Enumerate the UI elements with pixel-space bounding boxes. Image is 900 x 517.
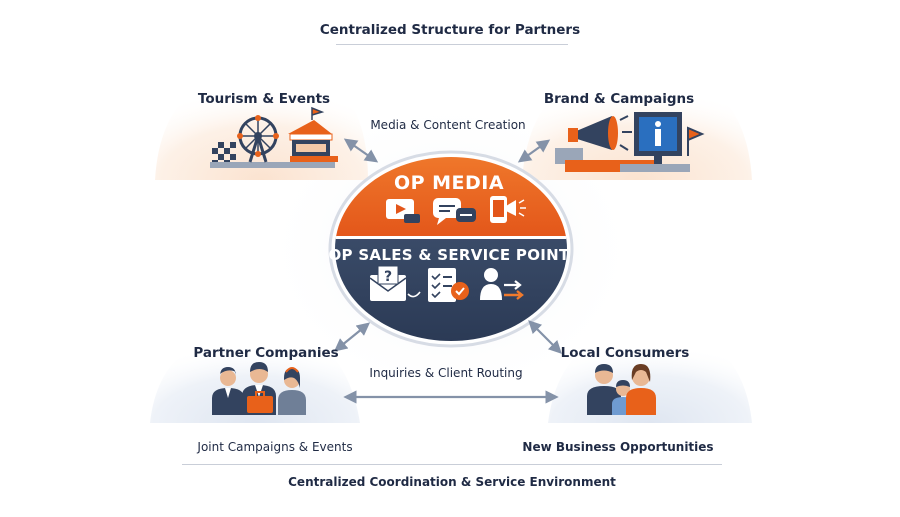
- arrow-bottom-right: [528, 320, 562, 354]
- arrow-top-left: [343, 138, 379, 163]
- chat-bubbles-icon: [433, 198, 476, 225]
- family-icon: [587, 364, 656, 415]
- node-tourism-events: Tourism & Events: [197, 91, 331, 107]
- flow-inquiries-routing: Inquiries & Client Routing: [369, 366, 523, 380]
- footer-coordination: Centralized Coordination & Service Envir…: [288, 475, 616, 489]
- arrow-bottom-left: [333, 322, 371, 352]
- video-play-icon: [386, 199, 420, 223]
- megaphone-billboard-icon: [555, 112, 705, 172]
- client-routing-icon: [480, 268, 524, 300]
- core-op-media: OP MEDIA: [393, 172, 505, 194]
- core-sales-service: OP SALES & SERVICE POINT: [328, 246, 570, 264]
- node-brand-campaigns: Brand & Campaigns: [543, 91, 695, 107]
- footer-new-business: New Business Opportunities: [522, 440, 714, 454]
- envelope-question-icon: ?: [369, 265, 421, 301]
- phone-megaphone-icon: [490, 196, 526, 223]
- footer-joint-campaigns: Joint Campaigns & Events: [197, 440, 353, 454]
- footer-rule: [182, 464, 722, 465]
- ferris-wheel-market-icon: [210, 106, 338, 168]
- diagram-title: Centralized Structure for Partners: [319, 22, 581, 38]
- svg-text:?: ?: [384, 269, 392, 285]
- node-local-consumers: Local Consumers: [560, 345, 690, 361]
- flow-media-content: Media & Content Creation: [370, 118, 526, 132]
- arrow-top-right: [517, 139, 551, 163]
- checklist-icon: [428, 268, 469, 302]
- node-partner-companies: Partner Companies: [193, 345, 339, 361]
- title-rule: [336, 44, 568, 45]
- business-people-icon: [212, 362, 306, 415]
- connector-arrows: [333, 138, 562, 404]
